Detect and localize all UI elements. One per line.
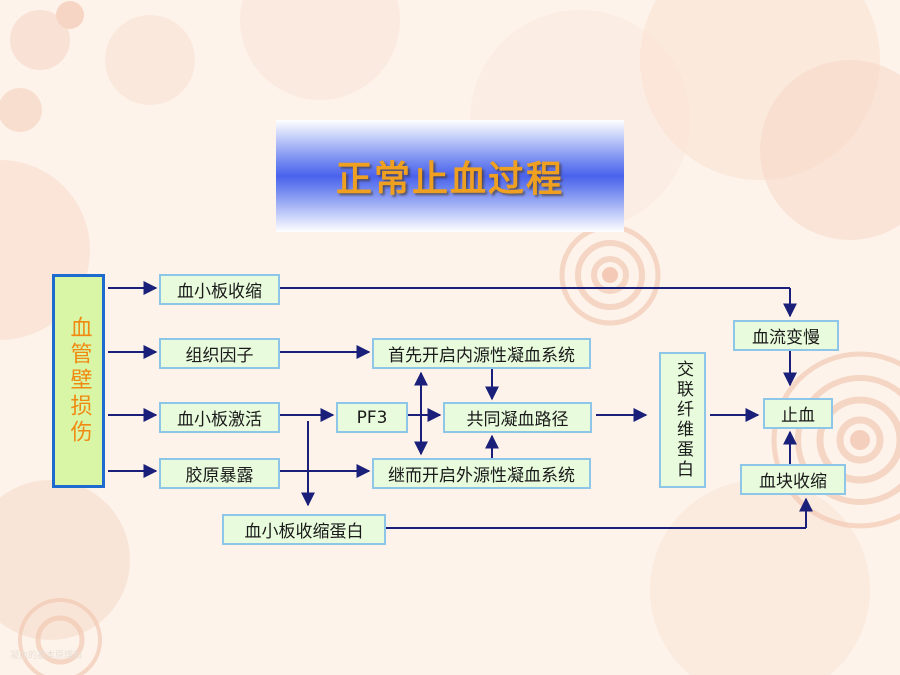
node-pf3: PF3 [336,402,408,433]
node-crosslinked-fibrin-label: 交联纤维蛋白 [673,360,693,480]
slide-title: 正常止血过程 [335,159,564,200]
node-hemostasis: 止血 [763,398,833,429]
node-thrombosthenin: 血小板收缩蛋白 [222,514,386,545]
node-collagen-exposure: 胶原暴露 [159,458,280,489]
node-vessel-wall-injury: 血管壁损伤 [52,274,105,488]
node-intrinsic-system: 首先开启内源性凝血系统 [372,338,591,369]
node-vessel-wall-injury-label: 血管壁损伤 [66,316,92,446]
slide-footer: 凝血的基本原理和 [10,651,83,661]
node-common-pathway: 共同凝血路径 [443,402,592,433]
node-platelet-activation: 血小板激活 [159,402,280,433]
node-crosslinked-fibrin: 交联纤维蛋白 [659,352,706,488]
node-tissue-factor: 组织因子 [159,338,280,369]
node-blood-flow-slowing: 血流变慢 [733,320,839,351]
node-extrinsic-system: 继而开启外源性凝血系统 [372,458,591,489]
title-banner: 正常止血过程 [276,120,624,232]
node-clot-retraction: 血块收缩 [740,464,846,495]
node-platelet-contraction: 血小板收缩 [159,274,280,305]
